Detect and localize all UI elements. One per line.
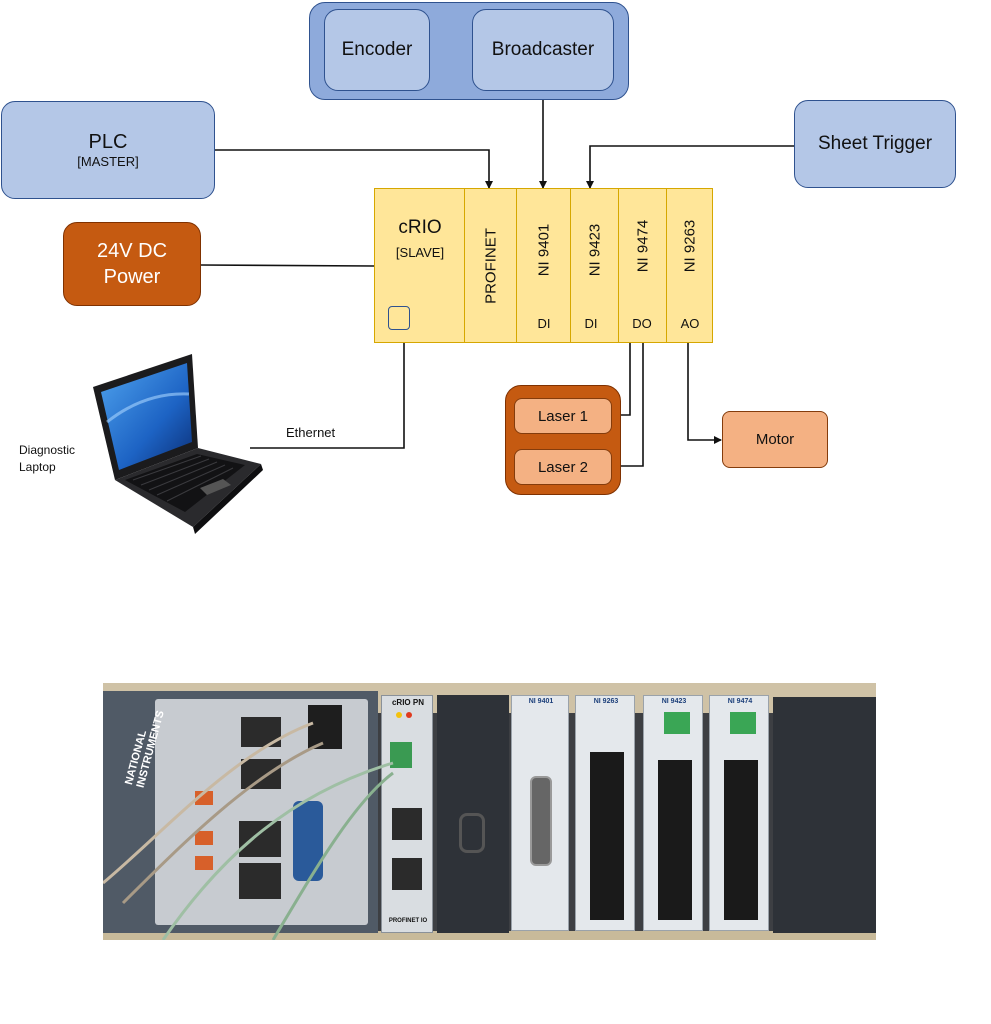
broadcaster-label: Broadcaster xyxy=(491,39,595,60)
power-line2: Power xyxy=(103,266,161,288)
broadcaster-node: Broadcaster xyxy=(472,9,614,91)
module-ni9401: NI 9401 DI xyxy=(516,189,570,342)
plc-title: PLC xyxy=(88,131,128,153)
empty-slot-left xyxy=(437,695,509,933)
trigger-to-9423-arrow xyxy=(586,145,794,189)
profinet-io-label: PROFINET IO xyxy=(388,918,428,924)
module-type: DO xyxy=(632,316,652,331)
power-node: 24V DC Power xyxy=(63,222,201,306)
laptop-label: Diagnostic Laptop xyxy=(19,442,75,476)
module-name: NI 9263 xyxy=(681,219,698,272)
laser1-label: Laser 1 xyxy=(537,407,589,425)
power-line1: 24V DC xyxy=(96,240,168,262)
ethernet-label: Ethernet xyxy=(286,425,336,440)
controller-unit: NATIONAL INSTRUMENTS xyxy=(103,691,378,933)
crio-chassis: cRIO [SLAVE] PROFINET NI 9401 DI NI 9423… xyxy=(374,188,713,343)
laser1-node: Laser 1 xyxy=(514,398,612,434)
crio-pn-module: cRIO PN PROFINET IO xyxy=(381,695,433,933)
empty-slot-right xyxy=(773,697,876,933)
module-type: DI xyxy=(537,316,551,331)
sheet-trigger-node: Sheet Trigger xyxy=(794,100,956,188)
laptop-icon xyxy=(93,354,263,534)
crio-role: [SLAVE] xyxy=(395,245,445,260)
module-profinet: PROFINET xyxy=(464,189,516,342)
module-name: NI 9423 xyxy=(586,223,603,277)
photo-module-label: NI 9401 xyxy=(528,698,554,705)
sheet-trigger-label: Sheet Trigger xyxy=(817,133,933,154)
photo-module-ni9423: NI 9423 xyxy=(643,695,703,931)
photo-module-ni9263: NI 9263 xyxy=(575,695,635,931)
power-line xyxy=(199,264,375,267)
motor-label: Motor xyxy=(755,431,795,448)
module-type: DI xyxy=(584,316,598,331)
do-to-laser2-arrow xyxy=(613,343,644,470)
encoder-node: Encoder xyxy=(324,9,430,91)
photo-module-label: NI 9263 xyxy=(593,698,619,705)
ethernet-line xyxy=(250,343,405,449)
module-name: NI 9474 xyxy=(634,219,651,272)
connection-lines xyxy=(199,49,794,470)
motor-node: Motor xyxy=(722,411,828,468)
module-ni9263: NI 9263 AO xyxy=(666,189,712,342)
plc-to-profinet-arrow xyxy=(214,149,493,189)
photo-module-ni9474: NI 9474 xyxy=(709,695,769,931)
module-ni9423: NI 9423 DI xyxy=(570,189,618,342)
encoder-label: Encoder xyxy=(341,39,413,60)
photo-module-ni9401: NI 9401 xyxy=(511,695,569,931)
laptop-label-line1: Diagnostic xyxy=(19,443,76,457)
module-type: AO xyxy=(680,316,700,331)
crio-title: cRIO xyxy=(398,217,442,238)
laptop-label-line2: Laptop xyxy=(19,460,56,474)
module-name: NI 9401 xyxy=(535,223,552,277)
laser2-node: Laser 2 xyxy=(514,449,612,485)
cables xyxy=(103,721,394,940)
plc-node: PLC [MASTER] xyxy=(1,101,215,199)
ao-to-motor-arrow xyxy=(687,343,722,444)
laser2-label: Laser 2 xyxy=(537,458,589,476)
photo-module-label: NI 9474 xyxy=(727,698,753,705)
photo-module-label: NI 9423 xyxy=(661,698,687,705)
crio-port-icon xyxy=(388,306,410,330)
hardware-photo: NATIONAL INSTRUMENTS cRIO PN PROFINET IO… xyxy=(103,683,876,940)
module-name: PROFINET xyxy=(482,227,499,304)
plc-role: [MASTER] xyxy=(77,154,139,169)
module-ni9474: NI 9474 DO xyxy=(618,189,666,342)
crio-pn-label: cRIO PN xyxy=(391,698,424,707)
